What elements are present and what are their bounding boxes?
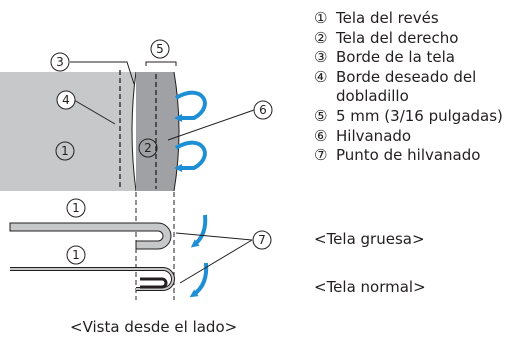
fabric-body xyxy=(0,72,136,191)
legend-item: ⑤ 5 mm (3/16 pulgadas) xyxy=(314,107,503,127)
legend-item: ⑥ Hilvanado xyxy=(314,127,503,147)
dimension-bracket xyxy=(145,61,177,66)
fold-curve xyxy=(173,71,180,192)
legend-number: ⑤ xyxy=(314,106,328,125)
callout-3: 3 xyxy=(50,52,70,72)
callout-1-thick-label: 1 xyxy=(72,201,80,215)
fabric-roll xyxy=(0,70,180,192)
callout-7-label: 7 xyxy=(258,233,266,247)
callout-6: 6 xyxy=(253,100,273,120)
normal-fabric-note: <Tela normal> xyxy=(314,278,426,296)
leader-lines xyxy=(70,61,255,284)
thick-fabric-note: <Tela gruesa> xyxy=(314,230,425,248)
callout-1-main: 1 xyxy=(55,141,75,161)
callout-2-label: 2 xyxy=(144,141,152,155)
legend-item: ⑦ Punto de hilvanado xyxy=(314,146,503,166)
legend-number: ④ xyxy=(314,67,328,86)
legend-item: ④ Borde deseado del xyxy=(314,68,503,88)
callout-5: 5 xyxy=(150,39,170,59)
normal-fold-arrow xyxy=(189,262,209,298)
callout-4-label: 4 xyxy=(62,93,70,107)
callout-3-label: 3 xyxy=(56,55,64,69)
callout-6-label: 6 xyxy=(259,103,267,117)
legend-text: Tela del derecho xyxy=(336,28,459,47)
legend-text: Borde deseado del xyxy=(336,67,477,86)
callout-4: 4 xyxy=(56,90,76,110)
legend-number: ⑦ xyxy=(314,146,328,165)
legend-item: ① Tela del revés xyxy=(314,9,503,29)
fabric-end-edge xyxy=(131,71,137,192)
callout-5-label: 5 xyxy=(156,42,164,56)
legend-number: ② xyxy=(314,28,328,47)
legend-number: ③ xyxy=(314,48,328,67)
fold-arrow-top xyxy=(174,90,207,122)
callout-2: 2 xyxy=(138,138,158,158)
legend-text: Borde de la tela xyxy=(336,48,456,67)
legend-text: Tela del revés xyxy=(336,9,439,27)
legend-item-continuation: dobladillo xyxy=(314,87,503,107)
normal-fabric-side-view xyxy=(10,262,209,298)
legend-number: ⑥ xyxy=(314,126,328,145)
callout-1-main-label: 1 xyxy=(61,144,69,158)
legend-list: ① Tela del revés ② Tela del derecho ③ Bo… xyxy=(314,9,503,166)
callout-1-normal: 1 xyxy=(66,245,86,265)
side-view-caption: <Vista desde el lado> xyxy=(70,318,238,336)
callout-1-normal-label: 1 xyxy=(72,248,80,262)
legend-item: ② Tela del derecho xyxy=(314,29,503,49)
legend-text: Hilvanado xyxy=(336,126,412,145)
thick-fabric-side-view xyxy=(9,214,208,250)
legend-item: ③ Borde de la tela xyxy=(314,48,503,68)
callout-7: 7 xyxy=(252,230,272,250)
legend-text: Punto de hilvanado xyxy=(336,146,481,165)
legend-text: 5 mm (3/16 pulgadas) xyxy=(336,106,503,125)
callout-1-thick: 1 xyxy=(66,198,86,218)
fold-arrow-bottom xyxy=(174,140,207,172)
thick-fold-arrow xyxy=(190,214,208,248)
legend-text: dobladillo xyxy=(336,87,409,106)
legend-number: ① xyxy=(314,9,328,27)
